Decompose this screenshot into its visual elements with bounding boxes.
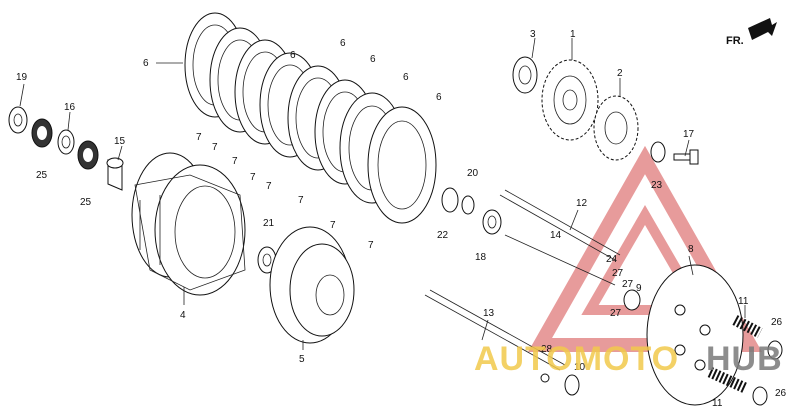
part-washer-23 bbox=[650, 141, 666, 163]
callout-10: 10 bbox=[574, 362, 586, 373]
front-direction-arrow-icon bbox=[748, 18, 777, 40]
part-pressure-plate-8 bbox=[646, 264, 744, 406]
callout-6: 6 bbox=[143, 58, 149, 69]
callout-9: 9 bbox=[636, 283, 642, 294]
callout-7: 7 bbox=[196, 132, 202, 143]
part-gear-1 bbox=[541, 59, 599, 141]
watermark-text-a: AUTOMOTO bbox=[474, 340, 679, 378]
callout-26: 26 bbox=[775, 388, 787, 399]
part-pushrod-13 bbox=[424, 289, 566, 371]
callout-27: 27 bbox=[612, 268, 624, 279]
part-ball-28 bbox=[540, 373, 550, 383]
callout-labels: 1 2 3 4 5 6 6 6 6 6 6 7 7 7 7 7 7 7 7 8 … bbox=[16, 29, 787, 409]
callout-7: 7 bbox=[250, 172, 256, 183]
callout-27: 27 bbox=[622, 279, 634, 290]
watermark-text-b: HUB bbox=[706, 340, 783, 378]
part-spring-11b bbox=[707, 366, 748, 394]
part-bolt-26a bbox=[767, 340, 783, 360]
callout-28: 28 bbox=[541, 344, 553, 355]
watermark-logo bbox=[527, 145, 763, 352]
callout-20: 20 bbox=[467, 168, 479, 179]
callout-27: 27 bbox=[610, 308, 622, 319]
callout-3: 3 bbox=[530, 29, 536, 40]
part-rod-12 bbox=[499, 189, 621, 261]
callout-4: 4 bbox=[180, 310, 186, 321]
callout-1: 1 bbox=[570, 29, 576, 40]
callout-11: 11 bbox=[712, 398, 723, 409]
callout-12: 12 bbox=[576, 198, 588, 209]
callout-6: 6 bbox=[290, 50, 296, 61]
direction-label: FR. bbox=[726, 35, 744, 47]
callout-6: 6 bbox=[340, 38, 346, 49]
callout-14: 14 bbox=[550, 230, 562, 241]
watermark-text: AUTOMOTO HUB bbox=[474, 340, 783, 378]
part-bolt-10 bbox=[564, 374, 580, 396]
callout-7: 7 bbox=[298, 195, 304, 206]
callout-2: 2 bbox=[617, 68, 623, 79]
callout-17: 17 bbox=[683, 129, 695, 140]
callout-7: 7 bbox=[212, 142, 218, 153]
part-needle-bearing-25b bbox=[77, 140, 99, 170]
callout-6: 6 bbox=[370, 54, 376, 65]
callout-25: 25 bbox=[80, 197, 92, 208]
part-clutch-center-5 bbox=[269, 226, 355, 344]
callout-6: 6 bbox=[403, 72, 409, 83]
callout-7: 7 bbox=[232, 156, 238, 167]
callout-19: 19 bbox=[16, 72, 28, 83]
clutch-plates-stack bbox=[184, 12, 437, 224]
part-spring-11a bbox=[732, 315, 763, 338]
part-bearing-9 bbox=[623, 289, 641, 311]
part-bolt-26b bbox=[752, 386, 768, 406]
callout-18: 18 bbox=[475, 252, 487, 263]
part-needle-bearing-25a bbox=[31, 118, 53, 148]
callout-15: 15 bbox=[114, 136, 126, 147]
callout-11: 11 bbox=[738, 296, 749, 307]
part-washer-20 bbox=[461, 195, 475, 215]
callout-26: 26 bbox=[771, 317, 783, 328]
part-gear-2 bbox=[593, 95, 639, 161]
callout-8: 8 bbox=[688, 244, 694, 255]
part-washer-22 bbox=[441, 187, 459, 213]
callout-22: 22 bbox=[437, 230, 449, 241]
part-washer-19 bbox=[8, 106, 28, 134]
callout-5: 5 bbox=[299, 354, 305, 365]
part-collar-15 bbox=[106, 157, 124, 191]
part-lifter-rod-14 bbox=[504, 234, 616, 286]
part-nut-18 bbox=[482, 209, 502, 235]
callout-23: 23 bbox=[651, 180, 663, 191]
callout-21: 21 bbox=[263, 218, 275, 229]
callout-24: 24 bbox=[606, 254, 618, 265]
callout-7: 7 bbox=[266, 181, 272, 192]
callout-6: 6 bbox=[436, 92, 442, 103]
callout-16: 16 bbox=[64, 102, 76, 113]
part-washer-16 bbox=[57, 129, 75, 155]
leader-lines bbox=[19, 37, 746, 350]
part-collar-3 bbox=[512, 56, 538, 94]
part-clutch-outer-4 bbox=[131, 152, 246, 296]
part-bolt-17 bbox=[673, 149, 699, 165]
callout-25: 25 bbox=[36, 170, 48, 181]
callout-7: 7 bbox=[368, 240, 374, 251]
callout-7: 7 bbox=[330, 220, 336, 231]
callout-13: 13 bbox=[483, 308, 495, 319]
